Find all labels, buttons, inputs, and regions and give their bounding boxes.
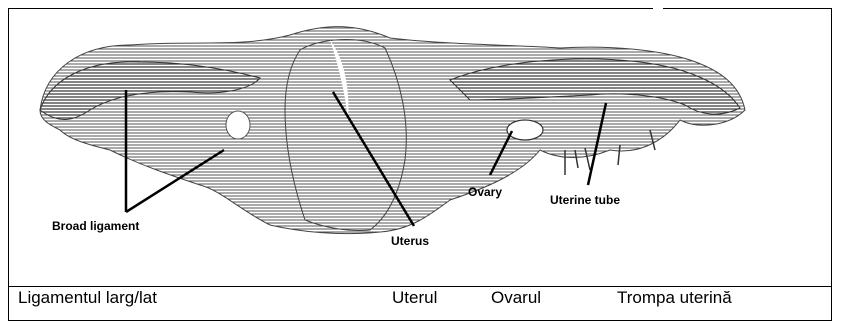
caption-uterus: Uterul	[392, 288, 437, 308]
uterus-body-shape	[285, 40, 406, 231]
uterus-label: Uterus	[391, 234, 429, 248]
right-ovary-shape	[507, 120, 543, 140]
uterine-tube-label: Uterine tube	[550, 193, 620, 207]
broad-ligament-label: Broad ligament	[52, 219, 139, 233]
caption-uterine-tube: Trompa uterină	[617, 288, 732, 308]
caption-ovary: Ovarul	[491, 288, 541, 308]
ovary-label: Ovary	[468, 185, 502, 199]
caption-broad-ligament: Ligamentul larg/lat	[18, 288, 157, 308]
left-ovary-shape	[226, 111, 250, 139]
